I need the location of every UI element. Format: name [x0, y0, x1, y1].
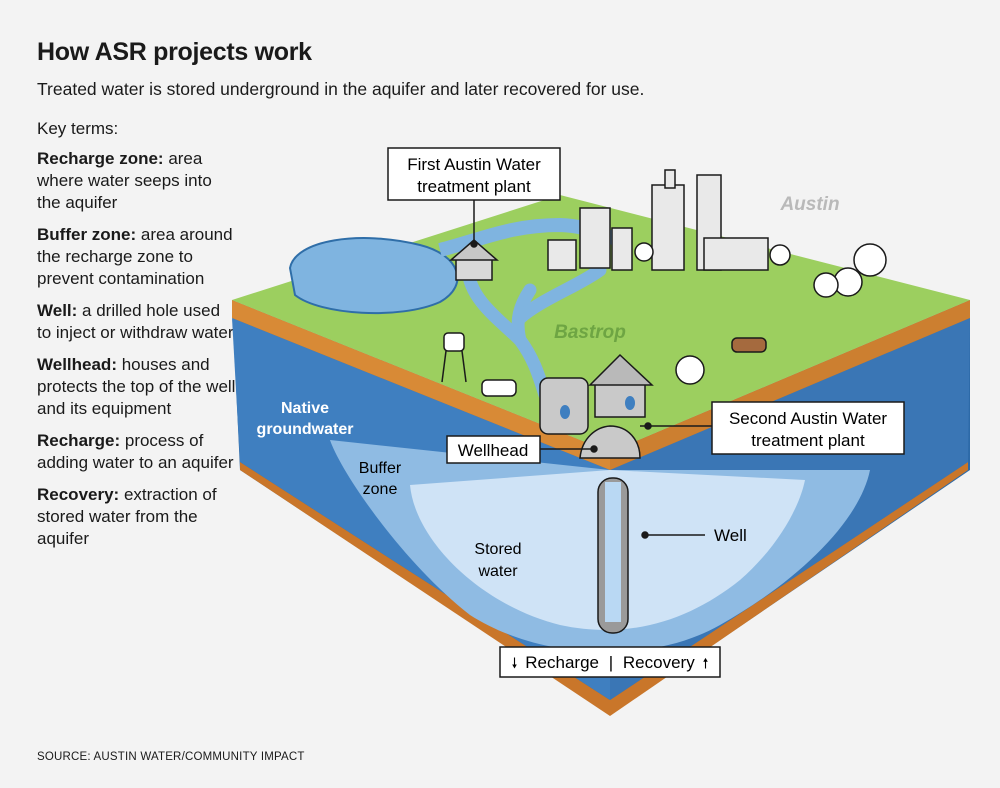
legend-text: 🠗 Recharge | Recovery 🠕 [512, 653, 709, 672]
buffer-zone-line1: Buffer [359, 460, 402, 477]
first-plant-house-icon [448, 239, 500, 281]
term-definition: extraction of stored water from the aqui… [37, 485, 217, 548]
bastrop-label: Bastrop [554, 322, 626, 343]
wellhead-box [446, 435, 541, 464]
term-name: Wellhead: [37, 355, 117, 374]
term-recharge: Recharge: process of adding water to an … [37, 430, 237, 474]
soil-layer-left [232, 300, 610, 470]
cow-icon [481, 337, 767, 397]
legend-recovery: Recovery [623, 653, 695, 672]
second-plant-box [711, 401, 905, 455]
term-recharge-zone: Recharge zone: area where water seeps in… [37, 148, 237, 214]
term-well: Well: a drilled hole used to inject or w… [37, 300, 237, 344]
legend-recharge: Recharge [525, 653, 599, 672]
native-groundwater-line2: groundwater [257, 421, 354, 438]
term-name: Recharge zone: [37, 149, 164, 168]
key-terms-list: Recharge zone: area where water seeps in… [37, 148, 237, 560]
source-note: SOURCE: AUSTIN WATER/COMMUNITY IMPACT [37, 751, 305, 763]
legend-separator: | [609, 653, 613, 672]
term-name: Buffer zone: [37, 225, 137, 244]
second-plant-label-line2: treatment plant [751, 431, 865, 450]
term-name: Well: [37, 301, 78, 320]
legend-box [499, 646, 721, 678]
pipe-river-2 [513, 263, 607, 325]
stored-water-line1: Stored [474, 541, 521, 558]
term-definition: area around the recharge zone to prevent… [37, 225, 233, 288]
key-terms-heading: Key terms: [37, 119, 119, 138]
austin-label: Austin [779, 194, 839, 215]
term-definition: houses and protects the top of the well … [37, 355, 236, 418]
lake [288, 237, 459, 315]
buffer-zone-line2: zone [363, 481, 398, 498]
second-plant-icon [539, 353, 654, 435]
water-tower-icon [441, 332, 467, 383]
term-name: Recharge: [37, 431, 121, 450]
callout-lines [470, 200, 712, 539]
term-definition: area where water seeps into the aquifer [37, 149, 212, 212]
term-recovery: Recovery: extraction of stored water fro… [37, 484, 237, 550]
term-name: Recovery: [37, 485, 120, 504]
wellhead-label: Wellhead [458, 441, 529, 460]
trees [634, 242, 887, 385]
soil-layer-right [610, 300, 970, 470]
term-definition: a drilled hole used to inject or withdra… [37, 301, 234, 342]
well-inner [605, 482, 621, 622]
page-title: How ASR projects work [37, 38, 312, 66]
first-plant-label-line2: treatment plant [417, 177, 531, 196]
second-plant-label-line1: Second Austin Water [729, 409, 887, 428]
term-wellhead: Wellhead: houses and protects the top of… [37, 354, 237, 420]
first-plant-label-line1: First Austin Water [407, 155, 541, 174]
native-groundwater-line1: Native [281, 400, 329, 417]
stored-water-line2: water [477, 563, 518, 580]
page-subtitle: Treated water is stored underground in t… [37, 79, 645, 99]
city-buildings [547, 169, 769, 271]
well-label: Well [714, 526, 747, 545]
term-buffer-zone: Buffer zone: area around the recharge zo… [37, 224, 237, 290]
recovery-arrow-icon: 🠕 [702, 655, 708, 671]
first-plant-box [387, 147, 561, 201]
term-definition: process of adding water to an aquifer [37, 431, 234, 472]
recharge-arrow-icon: 🠗 [512, 655, 518, 671]
